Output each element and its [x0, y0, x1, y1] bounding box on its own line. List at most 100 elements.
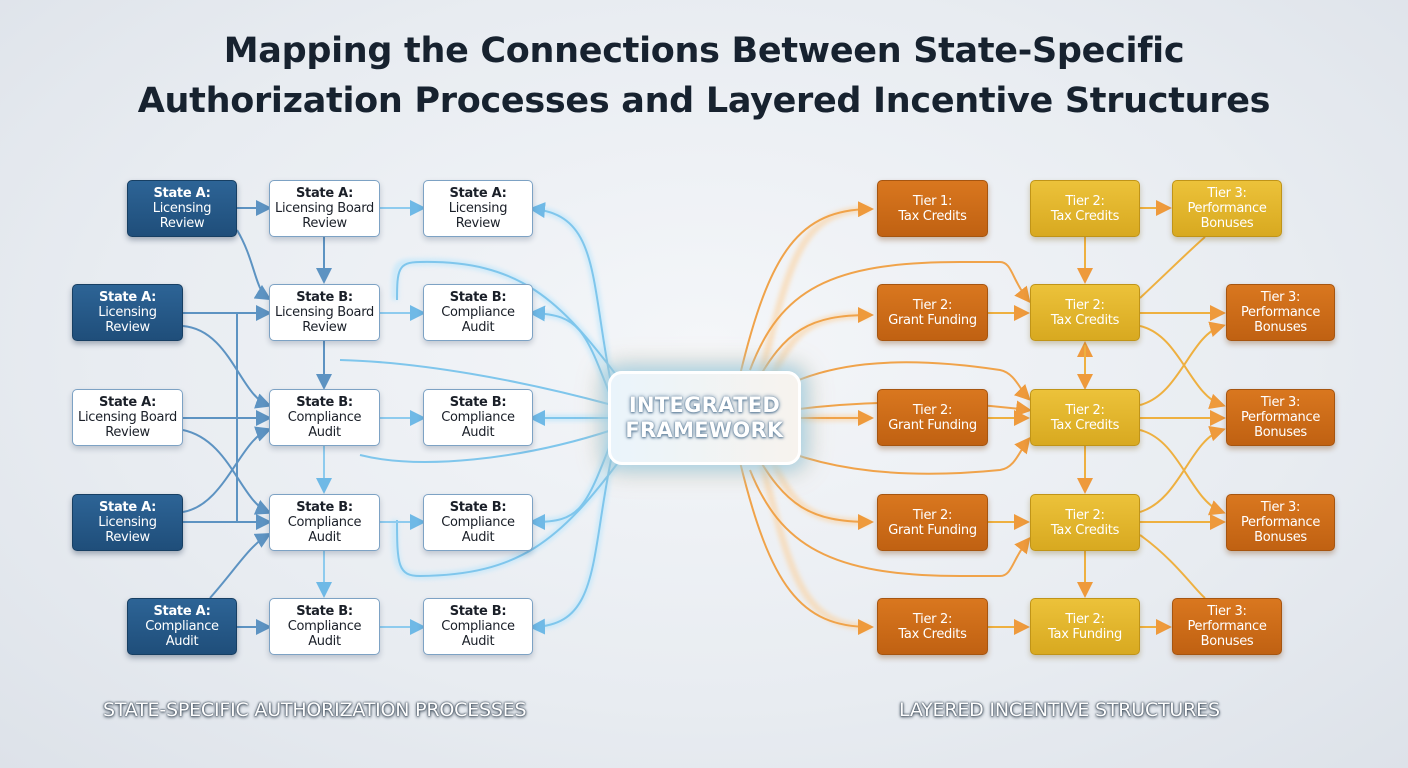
node-subtitle: Licensing Board Review — [275, 305, 374, 335]
node-title: Tier 3: — [1207, 186, 1247, 201]
node-tier2-grant-funding-3[interactable]: Tier 2: Grant Funding — [877, 494, 988, 551]
node-subtitle: Compliance Audit — [441, 410, 515, 440]
node-subtitle: Licensing Board Review — [78, 410, 177, 440]
node-subtitle: Licensing Review — [98, 305, 157, 335]
node-state-a-licensing-board-review-left[interactable]: State A: Licensing Board Review — [72, 389, 183, 446]
right-network-lines — [988, 200, 1226, 635]
node-state-a-licensing-review-1[interactable]: State A: Licensing Review — [127, 180, 237, 237]
node-subtitle: Tax Credits — [898, 626, 967, 642]
node-title: Tier 1: — [912, 193, 953, 209]
node-title: Tier 2: — [1065, 193, 1105, 209]
node-tier1-tax-credits[interactable]: Tier 1: Tax Credits — [877, 180, 988, 237]
node-subtitle: Tax Credits — [1050, 312, 1120, 328]
node-title: Tier 3: — [1207, 604, 1247, 619]
node-state-b-compliance-audit-3[interactable]: State B: Compliance Audit — [269, 598, 380, 655]
node-subtitle: Tax Credits — [1050, 417, 1120, 433]
node-subtitle: Performance Bonuses — [1240, 515, 1321, 545]
node-subtitle: Grant Funding — [888, 312, 977, 328]
node-title: Tier 2: — [912, 611, 953, 627]
node-tier3-performance-bonuses-5[interactable]: Tier 3: Performance Bonuses — [1172, 598, 1282, 655]
node-title: State A: — [153, 186, 211, 201]
node-subtitle: Grant Funding — [888, 417, 977, 433]
node-state-a-licensing-review-2[interactable]: State A: Licensing Review — [72, 284, 183, 341]
node-title: Tier 2: — [912, 402, 953, 418]
node-state-b-compliance-audit-7[interactable]: State B: Compliance Audit — [423, 598, 533, 655]
node-title: State B: — [296, 500, 353, 515]
node-title: State A: — [449, 186, 507, 201]
node-subtitle: Tax Credits — [1050, 208, 1120, 224]
node-tier3-performance-bonuses-2[interactable]: Tier 3: Performance Bonuses — [1226, 284, 1335, 341]
node-subtitle: Performance Bonuses — [1240, 305, 1321, 335]
node-tier2-tax-credits-2[interactable]: Tier 2: Tax Credits — [1030, 284, 1140, 341]
node-title: State B: — [449, 604, 507, 619]
node-title: State B: — [296, 395, 353, 410]
node-title: Tier 2: — [912, 297, 953, 313]
node-subtitle: Compliance Audit — [441, 515, 515, 545]
node-tier2-tax-credits-1[interactable]: Tier 2: Tax Credits — [1030, 180, 1140, 237]
node-title: State B: — [296, 604, 353, 619]
node-title: State A: — [153, 604, 211, 619]
node-tier3-performance-bonuses-4[interactable]: Tier 3: Performance Bonuses — [1226, 494, 1335, 551]
node-tier2-tax-credits-4[interactable]: Tier 2: Tax Credits — [1030, 494, 1140, 551]
node-subtitle: Compliance Audit — [287, 619, 362, 649]
node-tier2-tax-credits-orange[interactable]: Tier 2: Tax Credits — [877, 598, 988, 655]
node-subtitle: Performance Bonuses — [1240, 410, 1321, 440]
page-title: Mapping the Connections Between State-Sp… — [0, 26, 1408, 126]
node-state-b-compliance-audit-1[interactable]: State B: Compliance Audit — [269, 389, 380, 446]
node-subtitle: Performance Bonuses — [1187, 619, 1267, 649]
node-subtitle: Licensing Review — [448, 201, 508, 231]
node-state-b-licensing-board-review[interactable]: State B: Licensing Board Review — [269, 284, 380, 341]
title-line-1: Mapping the Connections Between State-Sp… — [223, 31, 1185, 71]
node-subtitle: Compliance Audit — [287, 410, 362, 440]
node-title: Tier 3: — [1260, 290, 1301, 305]
node-subtitle: Compliance Audit — [441, 619, 515, 649]
footer-left-label: STATE-SPECIFIC AUTHORIZATION PROCESSES — [103, 699, 527, 721]
integrated-framework-hub[interactable]: INTEGRATED FRAMEWORK — [608, 371, 801, 465]
node-title: Tier 3: — [1260, 500, 1301, 515]
node-subtitle: Performance Bonuses — [1187, 201, 1267, 231]
node-title: State A: — [98, 500, 156, 515]
node-subtitle: Compliance Audit — [441, 305, 515, 335]
node-subtitle: Grant Funding — [888, 522, 977, 538]
node-state-b-compliance-audit-2[interactable]: State B: Compliance Audit — [269, 494, 380, 551]
node-subtitle: Compliance Audit — [287, 515, 362, 545]
node-state-a-licensing-board-review[interactable]: State A: Licensing Board Review — [269, 180, 380, 237]
node-title: State B: — [449, 500, 507, 515]
node-subtitle: Tax Credits — [898, 208, 967, 224]
node-title: Tier 2: — [1065, 297, 1105, 313]
node-state-a-licensing-review-4[interactable]: State A: Licensing Review — [423, 180, 533, 237]
node-subtitle: Licensing Board Review — [275, 201, 374, 231]
node-subtitle: Licensing Review — [152, 201, 212, 231]
node-tier2-tax-credits-3[interactable]: Tier 2: Tax Credits — [1030, 389, 1140, 446]
node-tier3-performance-bonuses-3[interactable]: Tier 3: Performance Bonuses — [1226, 389, 1335, 446]
node-state-a-licensing-review-3[interactable]: State A: Licensing Review — [72, 494, 183, 551]
node-title: Tier 2: — [1065, 611, 1105, 627]
node-title: State A: — [98, 395, 156, 410]
left-network-lines — [182, 200, 426, 635]
hub-line-2: FRAMEWORK — [625, 418, 784, 442]
node-tier3-performance-bonuses-1[interactable]: Tier 3: Performance Bonuses — [1172, 180, 1282, 237]
node-state-b-compliance-audit-5[interactable]: State B: Compliance Audit — [423, 389, 533, 446]
hub-line-1: INTEGRATED — [628, 393, 781, 417]
node-tier2-tax-funding[interactable]: Tier 2: Tax Funding — [1030, 598, 1140, 655]
node-title: State A: — [295, 186, 353, 201]
node-title: Tier 2: — [912, 507, 953, 523]
node-title: State B: — [449, 395, 507, 410]
node-state-b-compliance-audit-4[interactable]: State B: Compliance Audit — [423, 284, 533, 341]
node-subtitle: Tax Credits — [1050, 522, 1120, 538]
node-subtitle: Tax Funding — [1048, 626, 1122, 642]
node-tier2-grant-funding-1[interactable]: Tier 2: Grant Funding — [877, 284, 988, 341]
title-line-2: Authorization Processes and Layered Ince… — [137, 81, 1271, 121]
node-state-b-compliance-audit-6[interactable]: State B: Compliance Audit — [423, 494, 533, 551]
node-title: Tier 2: — [1065, 507, 1105, 523]
node-title: State B: — [449, 290, 507, 305]
node-state-a-compliance-audit[interactable]: State A: Compliance Audit — [127, 598, 237, 655]
node-subtitle: Licensing Review — [98, 515, 157, 545]
node-tier2-grant-funding-2[interactable]: Tier 2: Grant Funding — [877, 389, 988, 446]
node-subtitle: Compliance Audit — [145, 619, 219, 649]
node-title: Tier 3: — [1260, 395, 1301, 410]
left-glow-curves — [339, 202, 623, 635]
node-title: Tier 2: — [1065, 402, 1105, 418]
node-title: State B: — [296, 290, 353, 305]
